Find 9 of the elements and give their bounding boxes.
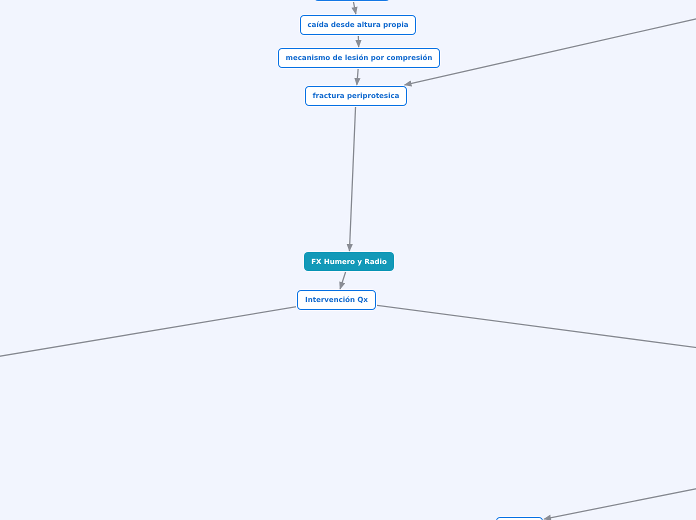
arrow [543, 487, 696, 520]
arrow [339, 272, 346, 290]
connector-line [0, 306, 296, 358]
arrow [355, 36, 362, 48]
arrow [354, 68, 361, 86]
arrow [404, 17, 696, 86]
connector-line [376, 304, 696, 349]
arrow [346, 106, 356, 252]
arrow [351, 2, 358, 15]
